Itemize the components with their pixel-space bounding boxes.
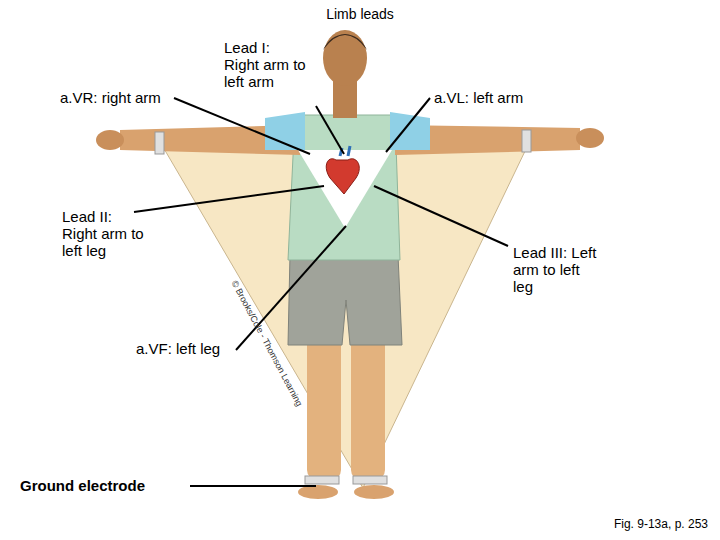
lead-label: a.VR: right arm <box>60 89 161 106</box>
diagram-title: Limb leads <box>0 6 720 23</box>
electrode-label: Ground electrode <box>20 477 145 494</box>
lead-label: Lead III: Left arm to left leg <box>513 244 597 295</box>
lead-label: a.VF: left leg <box>136 340 220 357</box>
lead-label: Lead II: Right arm to left leg <box>62 208 146 259</box>
lead-label: Lead I: Right arm to left arm <box>224 39 308 90</box>
lead-label: a.VL: left arm <box>434 89 523 106</box>
figure-caption: Fig. 9-13a, p. 253 <box>614 516 708 533</box>
